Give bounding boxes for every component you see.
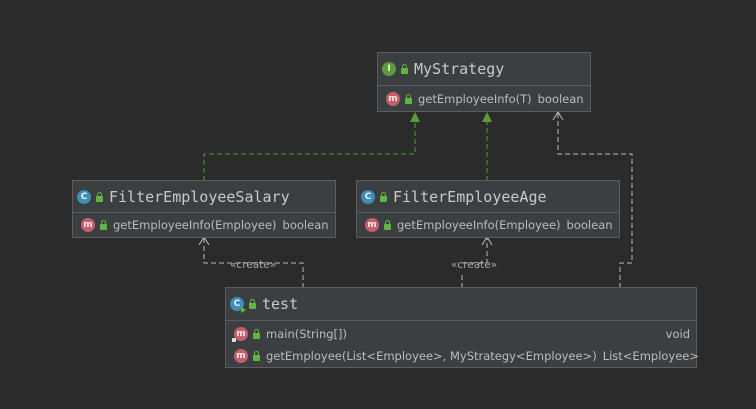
method-signature: getEmployeeInfo(T) (418, 91, 532, 106)
method-icon: m (234, 349, 248, 363)
class-box-filteremployeeage[interactable]: C FilterEmployeeAge m getEmployeeInfo(Em… (356, 180, 620, 238)
implements-arrowhead-salary (410, 112, 420, 122)
method-row[interactable]: m main(String[]) void (226, 322, 696, 345)
runnable-class-icon: C (230, 297, 246, 313)
method-signature: main(String[]) (266, 326, 347, 341)
dependency-arrowhead-strategy (552, 111, 564, 121)
class-icon: C (361, 189, 375, 204)
method-return-type: List<Employee> (602, 349, 700, 363)
class-name: MyStrategy (414, 60, 505, 78)
method-return-type: boolean (537, 91, 584, 106)
method-signature: getEmployeeInfo(Employee) (113, 218, 277, 232)
public-lock-icon (100, 220, 107, 230)
method-row[interactable]: m getEmployee(List<Employee>, MyStrategy… (226, 345, 700, 367)
method-signature: getEmployee(List<Employee>, MyStrategy<E… (266, 349, 597, 363)
class-name: FilterEmployeeSalary (109, 187, 290, 206)
class-box-mystrategy[interactable]: I MyStrategy m getEmployeeInfo(T) boolea… (377, 52, 591, 112)
public-lock-icon (384, 220, 391, 230)
public-lock-icon (253, 351, 260, 361)
class-name: test (262, 295, 299, 313)
method-row[interactable]: m getEmployeeInfo(Employee) boolean (357, 213, 619, 237)
method-icon: m (386, 91, 400, 106)
method-row[interactable]: m getEmployeeInfo(T) boolean (378, 86, 590, 111)
public-lock-icon (401, 64, 408, 74)
dependency-line-strategy (557, 113, 633, 288)
implements-line-salary (203, 113, 416, 181)
public-lock-icon (380, 191, 387, 202)
class-name: FilterEmployeeAge (393, 187, 547, 206)
implements-arrowhead-age (482, 112, 492, 122)
create-line-salary (203, 238, 304, 288)
create-line-age (461, 238, 488, 288)
public-lock-icon (405, 93, 412, 104)
method-row[interactable]: m getEmployeeInfo(Employee) boolean (73, 213, 335, 237)
method-icon: m (81, 218, 95, 232)
method-return-type: boolean (282, 218, 329, 232)
interface-icon: I (382, 62, 396, 76)
class-box-filteremployeesalary[interactable]: C FilterEmployeeSalary m getEmployeeInfo… (72, 180, 336, 238)
public-lock-icon (249, 299, 256, 309)
create-label-age: «create» (451, 259, 498, 271)
method-signature: getEmployeeInfo(Employee) (397, 218, 561, 232)
public-lock-icon (253, 328, 260, 339)
method-return-type: void (665, 326, 690, 341)
method-return-type: boolean (566, 218, 613, 232)
method-icon: m (365, 218, 379, 232)
public-lock-icon (96, 191, 103, 202)
class-icon: C (77, 189, 91, 204)
create-label-salary: «create» (230, 259, 277, 271)
static-method-icon: m (232, 326, 248, 342)
class-box-test[interactable]: C test m main(String[]) void m getEmploy… (225, 287, 700, 368)
